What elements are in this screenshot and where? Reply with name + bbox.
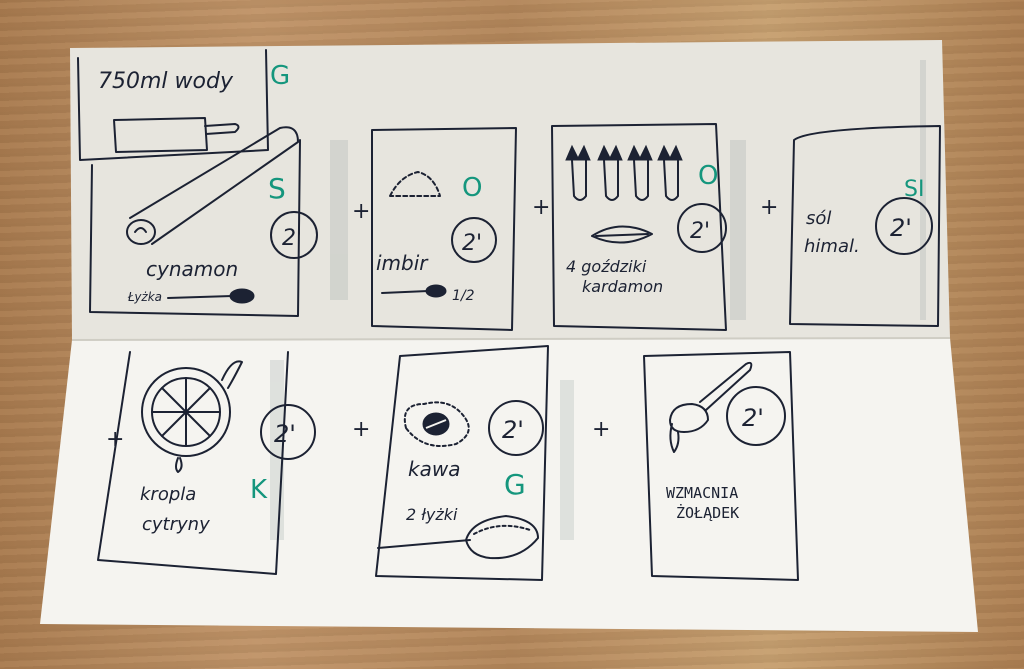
lemon-timer-badge bbox=[260, 404, 316, 460]
panel-cinnamon-frame bbox=[89, 139, 301, 317]
panel-salt: SI sól himal. 2' bbox=[789, 125, 941, 327]
coffee-timer-badge bbox=[488, 400, 544, 456]
panel-ginger-frame bbox=[371, 127, 517, 331]
cloves-icon bbox=[565, 144, 683, 201]
plus-sign-2: + bbox=[532, 195, 550, 220]
paper-fold-line bbox=[71, 337, 951, 341]
pot-handle-icon bbox=[204, 123, 240, 135]
panel-coffee-frame bbox=[375, 345, 549, 581]
ginger-timer-badge bbox=[451, 217, 497, 263]
spoon-handle-icon bbox=[167, 295, 233, 299]
cinnamon-stick-end-icon bbox=[126, 219, 156, 245]
coffee-spoon-handle-icon bbox=[377, 539, 471, 549]
honey-dipper-handle-icon bbox=[699, 361, 753, 411]
salt-minutes: 2' bbox=[890, 214, 912, 242]
cinnamon-label: cynamon bbox=[146, 257, 238, 281]
teaspoon-label: Łyżka bbox=[127, 290, 162, 304]
plus-sign-5: + bbox=[352, 417, 370, 442]
panel-lemon: 2' K kropla cytryny bbox=[97, 351, 316, 575]
stomach-label-line1: WZMACNIA bbox=[666, 484, 738, 502]
panel-cinnamon: S 2' cynamon Łyżka bbox=[89, 126, 318, 317]
spoon-icon bbox=[229, 288, 255, 304]
coffee-minutes: 2' bbox=[502, 416, 524, 444]
cinnamon-stick-icon bbox=[129, 126, 299, 245]
panel-stomach-frame bbox=[643, 351, 799, 581]
honey-drip-icon bbox=[669, 423, 680, 453]
plus-sign-6: + bbox=[592, 417, 610, 442]
panel-water: 750ml wody G bbox=[77, 49, 290, 161]
lemon-drop-icon bbox=[175, 457, 183, 473]
lemon-minutes: 2' bbox=[274, 420, 296, 448]
paper-bottom-half bbox=[40, 338, 978, 632]
salt-label-line1: sól bbox=[806, 208, 831, 229]
honey-dipper-icon bbox=[669, 403, 709, 433]
ginger-minutes: 2' bbox=[462, 231, 482, 256]
cloves-label-line1: 4 goździki bbox=[566, 257, 647, 276]
lemon-letter: K bbox=[250, 475, 268, 505]
panel-cloves: O 2' 4 goździki kardamon bbox=[551, 123, 727, 331]
cardamom-pod-icon bbox=[591, 225, 653, 244]
plus-sign-4: + bbox=[106, 427, 124, 452]
cinnamon-timer-badge bbox=[270, 211, 318, 259]
cinnamon-letter: S bbox=[268, 172, 286, 205]
plus-sign-1: + bbox=[352, 199, 370, 224]
panel-lemon-frame bbox=[97, 351, 289, 575]
ginger-amount: 1/2 bbox=[452, 288, 475, 304]
salt-letter: SI bbox=[904, 177, 924, 202]
lemon-icon bbox=[141, 367, 231, 457]
ginger-spoon-handle-icon bbox=[381, 290, 429, 294]
cloves-label-line2: kardamon bbox=[582, 277, 663, 296]
panel-cloves-frame bbox=[551, 123, 727, 331]
panel-stomach: 2' WZMACNIA ŻOŁĄDEK bbox=[643, 351, 799, 581]
ginger-letter: O bbox=[462, 173, 482, 203]
panel-coffee: 2' kawa G 2 łyżki bbox=[375, 345, 549, 581]
stomach-label-line2: ŻOŁĄDEK bbox=[676, 503, 739, 522]
pot-icon bbox=[113, 117, 208, 153]
ginger-spoon-icon bbox=[425, 284, 447, 298]
water-letter: G bbox=[270, 61, 290, 91]
coffee-spoon-icon bbox=[465, 515, 539, 560]
coffee-amount: 2 łyżki bbox=[406, 505, 458, 524]
coffee-grounds-icon bbox=[403, 401, 470, 447]
ginger-powder-icon bbox=[389, 171, 441, 197]
cloves-minutes: 2' bbox=[690, 219, 710, 244]
water-label: 750ml wody bbox=[98, 69, 234, 94]
panel-ginger: O 2' imbir 1/2 bbox=[371, 127, 517, 331]
lemon-label-line1: kropla bbox=[140, 484, 196, 505]
panel-water-frame bbox=[77, 49, 269, 161]
coffee-label: kawa bbox=[408, 457, 460, 481]
ginger-label: imbir bbox=[376, 251, 429, 275]
plus-sign-3: + bbox=[760, 195, 778, 220]
lemon-tip-icon bbox=[221, 360, 243, 389]
cloves-timer-badge bbox=[677, 203, 727, 253]
coffee-letter: G bbox=[504, 468, 526, 501]
cinnamon-minutes: 2' bbox=[282, 226, 302, 251]
stomach-timer-badge bbox=[726, 386, 786, 446]
salt-label-line2: himal. bbox=[804, 236, 860, 257]
stomach-minutes: 2' bbox=[742, 404, 764, 432]
panel-salt-frame bbox=[789, 125, 941, 327]
salt-timer-badge bbox=[875, 197, 933, 255]
paper-top-half bbox=[70, 40, 950, 340]
cloves-letter: O bbox=[698, 161, 718, 191]
lemon-label-line2: cytryny bbox=[142, 514, 210, 535]
